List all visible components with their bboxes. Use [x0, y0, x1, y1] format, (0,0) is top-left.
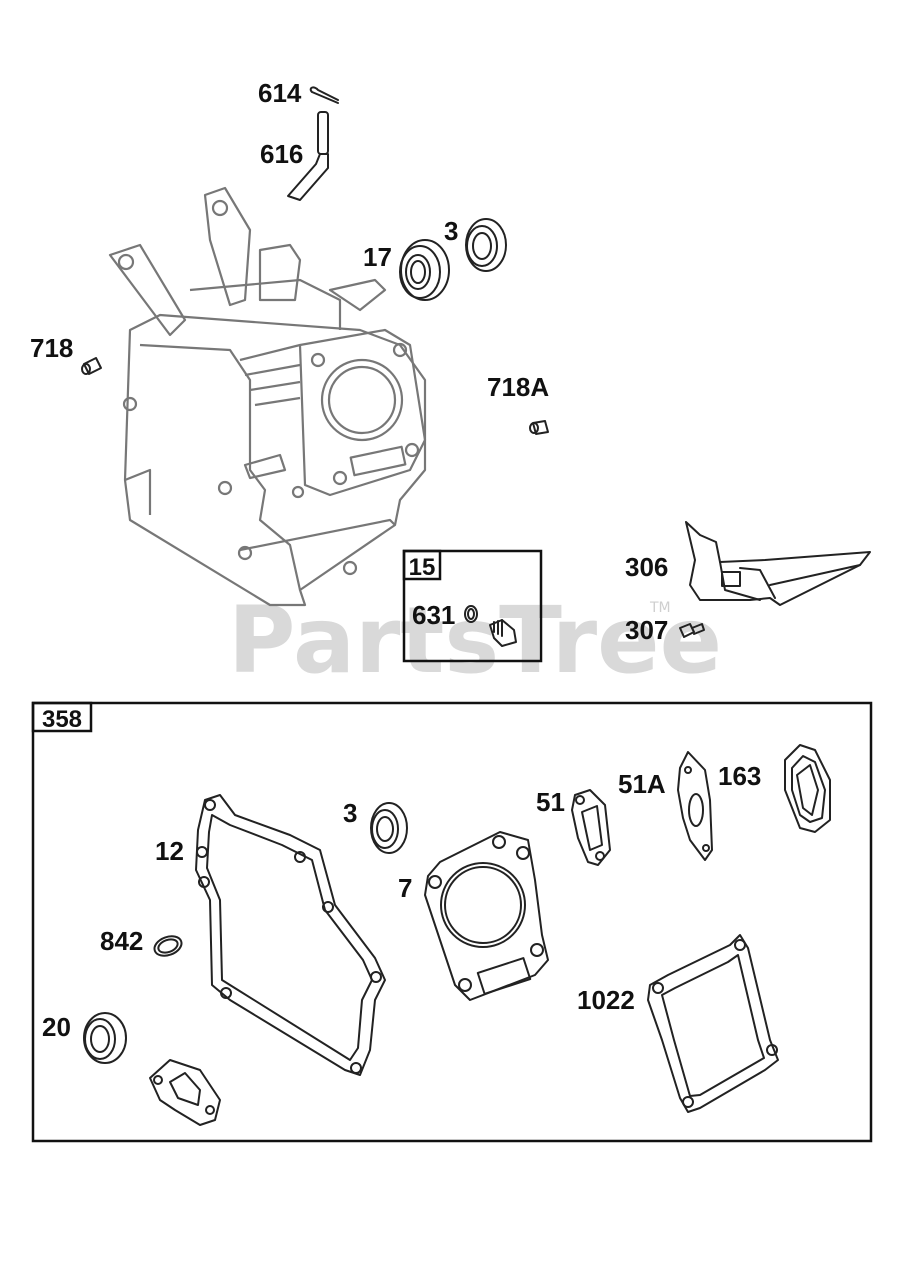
part-lower-gasket[interactable] [149, 1059, 221, 1126]
callout-842[interactable]: 842 [100, 926, 143, 956]
part-3-oil-seal-top[interactable] [465, 218, 507, 272]
part-614-pin[interactable] [309, 86, 339, 104]
callout-1022[interactable]: 1022 [577, 985, 635, 1015]
callout-163[interactable]: 163 [718, 761, 761, 791]
part-17-bearing[interactable] [399, 239, 450, 301]
callout-17[interactable]: 17 [363, 242, 392, 272]
kit-358-label: 358 [42, 706, 82, 733]
callout-3-kit[interactable]: 3 [343, 798, 357, 828]
kit-358-box: 358 [31, 701, 873, 1143]
callout-3-top[interactable]: 3 [444, 216, 458, 246]
callout-307[interactable]: 307 [625, 615, 668, 645]
kit-15-box: 15 [402, 549, 543, 663]
part-306-deflector[interactable] [685, 521, 871, 606]
callout-51a[interactable]: 51A [618, 769, 666, 799]
callout-51[interactable]: 51 [536, 787, 565, 817]
part-20-oil-seal[interactable] [83, 1012, 127, 1064]
part-842-o-ring[interactable] [152, 933, 184, 959]
part-3-oil-seal-kit[interactable] [370, 802, 408, 854]
part-616-shaft[interactable] [287, 111, 329, 201]
part-51-gasket[interactable] [571, 789, 611, 866]
callout-631[interactable]: 631 [412, 600, 455, 630]
watermark-text: PartsTree [228, 587, 722, 694]
part-7-head-gasket[interactable] [424, 831, 549, 1001]
callout-614[interactable]: 614 [258, 78, 302, 108]
kit-15-label: 15 [409, 554, 436, 581]
part-631-washer[interactable] [464, 605, 478, 623]
watermark-tm: TM [649, 600, 671, 616]
callout-12[interactable]: 12 [155, 836, 184, 866]
part-718a-dowel-pin[interactable] [529, 420, 549, 435]
callout-20[interactable]: 20 [42, 1012, 71, 1042]
callout-306[interactable]: 306 [625, 552, 668, 582]
callout-7[interactable]: 7 [398, 873, 412, 903]
part-1022-gasket[interactable] [647, 934, 779, 1113]
callout-718a[interactable]: 718A [487, 372, 549, 402]
part-307-screw[interactable] [679, 623, 705, 638]
part-718-dowel-pin[interactable] [81, 357, 102, 375]
part-51a-gasket[interactable] [677, 751, 713, 861]
part-163-gasket[interactable] [784, 744, 831, 833]
callout-718[interactable]: 718 [30, 333, 73, 363]
part-drain-plug[interactable] [489, 619, 517, 647]
engine-block[interactable] [108, 186, 427, 607]
part-12-crankcase-gasket[interactable] [195, 794, 386, 1076]
callout-616[interactable]: 616 [260, 139, 303, 169]
